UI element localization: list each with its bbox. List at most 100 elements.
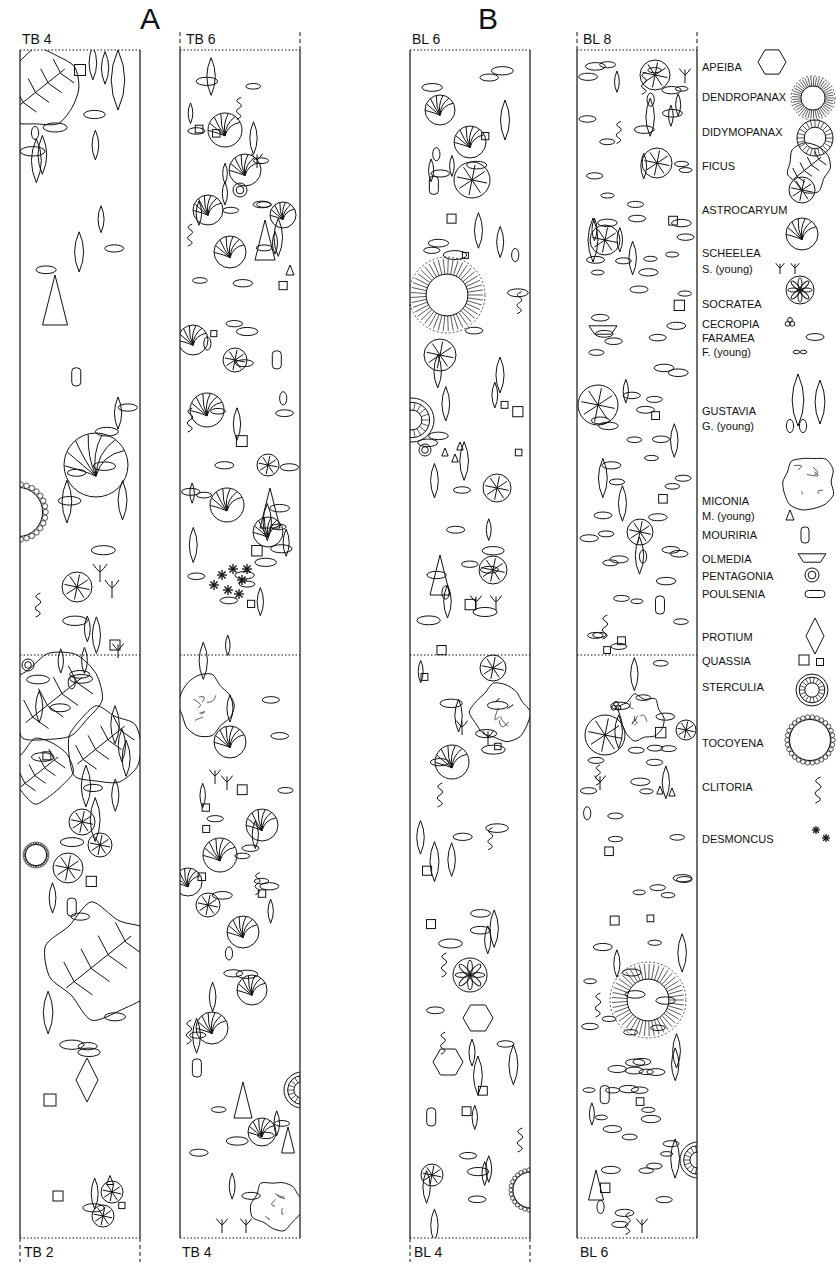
legend-text: SCHEELEA xyxy=(702,247,761,259)
gustavia-symbol xyxy=(49,883,56,913)
gustavia-symbol xyxy=(188,103,193,124)
clitoria-symbol xyxy=(437,783,442,807)
faramea-symbol xyxy=(656,577,676,584)
clitoria-symbol xyxy=(188,224,193,246)
panel-letter-holder: B xyxy=(478,2,498,35)
apeiba-symbol xyxy=(433,1049,463,1075)
faramea-symbol xyxy=(598,531,614,537)
station-label-holder: TB 6 xyxy=(186,32,216,47)
faramea-symbol xyxy=(608,813,623,819)
legend-entry: DENDROPANAX xyxy=(702,91,786,103)
station-label-holder: BL 4 xyxy=(414,1245,442,1260)
faramea-symbol xyxy=(271,733,289,740)
faramea-symbol xyxy=(274,1121,289,1127)
gustavia-symbol xyxy=(448,843,456,877)
gustavia-symbol xyxy=(62,480,72,523)
faramea-symbol xyxy=(78,1043,97,1050)
gustavia-symbol xyxy=(678,934,687,972)
faramea-symbol xyxy=(260,883,279,890)
gustavia-symbol xyxy=(474,213,482,249)
gustavia-symbol xyxy=(189,527,197,562)
syoung-symbol xyxy=(594,776,605,790)
syoung-symbol xyxy=(636,1219,647,1233)
gustavia-symbol xyxy=(474,1056,483,1095)
gustavia-symbol xyxy=(629,241,637,275)
faramea-symbol xyxy=(608,1065,627,1072)
gyoung-symbol xyxy=(280,392,287,405)
tri-symbol xyxy=(255,220,275,260)
station-line xyxy=(180,1238,300,1239)
faramea-symbol xyxy=(71,913,90,920)
faramea-symbol xyxy=(215,462,234,469)
transect-strip xyxy=(578,60,697,1234)
legend-text: OLMEDIA xyxy=(702,553,752,565)
gustavia-symbol xyxy=(431,1209,438,1238)
gustavia-symbol xyxy=(209,982,216,1011)
gustavia-symbol xyxy=(455,699,462,732)
panel-letter: B xyxy=(478,2,498,35)
legend-entry: CECROPIA xyxy=(702,318,759,330)
faramea-symbol xyxy=(628,215,645,222)
clitoria-symbol xyxy=(441,953,446,977)
astro-symbol xyxy=(578,385,618,425)
gustavia-symbol xyxy=(36,691,43,723)
faramea-symbol xyxy=(262,697,279,704)
legend-text: DENDROPANAX xyxy=(702,91,786,103)
strip-continuation xyxy=(410,1238,411,1262)
faramea-symbol xyxy=(652,436,669,442)
faramea-symbol xyxy=(253,201,270,208)
faramea-symbol xyxy=(211,408,226,414)
station-label-holder: BL 6 xyxy=(412,32,440,47)
faramea-symbol xyxy=(599,422,619,429)
faramea-symbol xyxy=(625,1067,643,1074)
cecropia-symbol xyxy=(785,318,795,327)
gustavia-symbol xyxy=(112,779,119,811)
desmo-symbol xyxy=(822,834,830,842)
faramea-symbol xyxy=(473,607,497,616)
gyoung-symbol xyxy=(597,1200,604,1213)
station-label: TB 4 xyxy=(182,1245,212,1260)
tri-symbol xyxy=(589,1170,604,1200)
strip-continuation xyxy=(300,32,301,50)
faramea-symbol xyxy=(605,1088,619,1093)
faramea-symbol xyxy=(84,110,106,118)
legend-text: CECROPIA xyxy=(702,318,759,330)
tri-symbol xyxy=(430,555,450,595)
faramea-symbol xyxy=(627,437,642,443)
desmo-symbol xyxy=(234,589,244,599)
syoung-symbol xyxy=(112,644,123,658)
quassia-symbol xyxy=(195,125,203,133)
astro-symbol xyxy=(196,893,220,917)
faramea-symbol xyxy=(585,63,605,71)
station-line xyxy=(410,655,530,656)
legend-text: POULSENIA xyxy=(702,588,765,600)
quassia-symbol xyxy=(465,599,475,609)
ficus-symbol xyxy=(787,143,830,193)
gyoung-symbol xyxy=(225,947,232,960)
gustavia-symbol xyxy=(91,1178,98,1209)
quassia-symbol xyxy=(119,1202,125,1208)
strip-edge xyxy=(696,50,697,1238)
quassia-symbol xyxy=(462,1107,471,1116)
transect-strip xyxy=(410,67,530,1238)
legend-text: DESMONCUS xyxy=(702,833,774,845)
faramea-symbol xyxy=(233,280,252,287)
clitoria-symbol xyxy=(488,828,493,850)
scheelea-symbol xyxy=(180,325,208,355)
station-line xyxy=(410,1238,530,1239)
station-line xyxy=(20,655,140,656)
faramea-symbol xyxy=(105,245,124,252)
apeiba-symbol xyxy=(758,50,786,74)
faramea-symbol xyxy=(587,256,605,263)
faramea-symbol xyxy=(646,396,662,402)
sterculia-symbol xyxy=(680,1142,697,1178)
quassia-symbol xyxy=(437,646,446,655)
gustavia-symbol xyxy=(222,182,227,205)
legend-text: DIDYMOPANAX xyxy=(702,126,782,138)
faramea-symbol xyxy=(424,247,440,253)
transect-strip xyxy=(180,58,300,1233)
gustavia-symbol xyxy=(671,1139,680,1178)
gustavia-symbol xyxy=(501,100,510,140)
ficus-symbol xyxy=(45,902,140,1021)
